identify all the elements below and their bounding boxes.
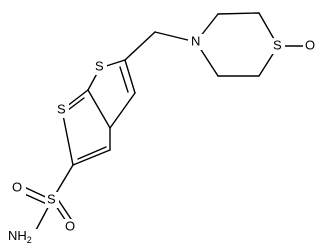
atom-o-sulfonyl-left: O bbox=[10, 179, 26, 196]
svg-text:S: S bbox=[47, 191, 56, 206]
atom-s-thiophene-lower: S bbox=[55, 101, 69, 118]
bond-c5-c4 bbox=[124, 59, 136, 94]
atom-n-amide-subscript: 2 bbox=[27, 235, 32, 245]
bond-c2-c3-inner bbox=[77, 146, 107, 160]
atom-o-sulfonyl-right: O bbox=[63, 218, 79, 235]
svg-text:O: O bbox=[12, 179, 22, 194]
atom-o-sulfoxide: O bbox=[303, 37, 319, 54]
bond-s3-o2-b bbox=[56, 197, 74, 223]
bond-ca-cb bbox=[217, 12, 260, 15]
bond-layer bbox=[19, 12, 313, 231]
bond-s2-c2 bbox=[61, 109, 74, 166]
bond-c5-c4-inner bbox=[119, 66, 129, 93]
atom-n-amide-label: NH bbox=[8, 228, 27, 243]
svg-text:NH2: NH2 bbox=[8, 228, 32, 245]
atom-layer: S S N S O S O O bbox=[6, 33, 319, 245]
svg-text:O: O bbox=[65, 218, 75, 233]
bond-c5-ch2 bbox=[124, 31, 156, 61]
bond-c4-c3a bbox=[109, 92, 136, 129]
svg-text:S: S bbox=[95, 58, 104, 73]
atom-s-thiomorpholine: S bbox=[271, 37, 285, 54]
atom-n-thiomorpholine: N bbox=[188, 33, 204, 50]
svg-text:O: O bbox=[305, 37, 315, 52]
bond-c3a-c7a bbox=[87, 89, 111, 129]
svg-text:S: S bbox=[57, 101, 66, 116]
bond-c2-c3 bbox=[72, 149, 111, 166]
svg-text:N: N bbox=[191, 33, 200, 48]
atom-n-amide: NH2 bbox=[6, 228, 44, 245]
atom-s-thiophene-upper: S bbox=[93, 58, 107, 75]
atom-s-sulfonyl: S bbox=[45, 191, 59, 208]
svg-text:S: S bbox=[273, 37, 282, 52]
